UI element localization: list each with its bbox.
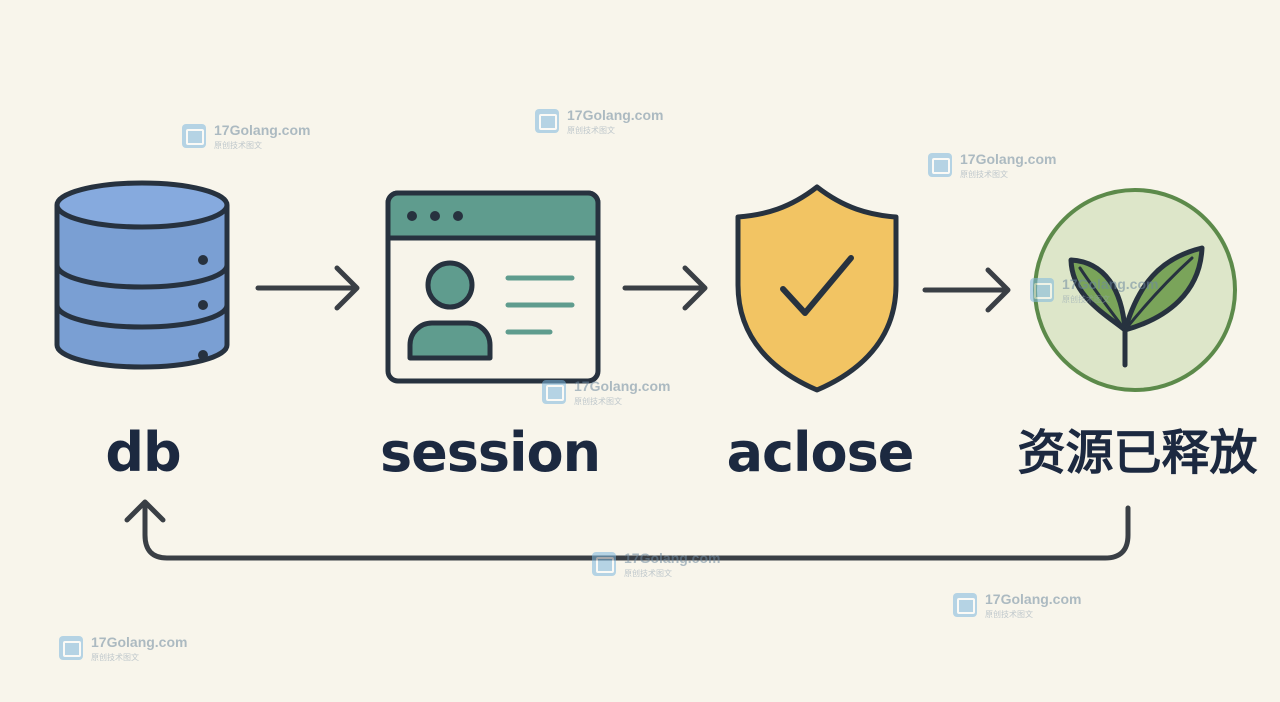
watermark-logo-icon: [59, 636, 83, 660]
watermark-logo-icon: [535, 109, 559, 133]
node-label-aclose: aclose: [726, 421, 915, 484]
node-label-session: session: [379, 421, 601, 484]
watermark: 17Golang.com 原创技术图文: [928, 151, 1078, 181]
shield-check-icon: [735, 184, 899, 393]
arrow-loop-released-to-db: [124, 499, 1131, 561]
arrow-db-to-session: [255, 265, 360, 311]
watermark: 17Golang.com 原创技术图文: [59, 634, 209, 664]
node-label-db: db: [105, 421, 181, 484]
leaf-sprout-icon: [1033, 188, 1237, 392]
arrow-aclose-to-released: [922, 267, 1011, 313]
watermark-logo-icon: [928, 153, 952, 177]
watermark: 17Golang.com 原创技术图文: [542, 378, 692, 408]
watermark: 17Golang.com 原创技术图文: [535, 107, 685, 137]
watermark: 17Golang.com 原创技术图文: [953, 591, 1103, 621]
arrow-session-to-aclose: [622, 265, 708, 311]
watermark-logo-icon: [592, 552, 616, 576]
watermark: 17Golang.com 原创技术图文: [1030, 276, 1180, 306]
watermark-logo-icon: [542, 380, 566, 404]
watermark-logo-icon: [182, 124, 206, 148]
node-label-released: 资源已释放: [1017, 425, 1258, 481]
watermark: 17Golang.com 原创技术图文: [592, 550, 742, 580]
watermark-logo-icon: [953, 593, 977, 617]
user-session-window-icon: [385, 190, 601, 384]
database-icon: [54, 180, 230, 370]
watermark-logo-icon: [1030, 278, 1054, 302]
watermark: 17Golang.com 原创技术图文: [182, 122, 332, 152]
